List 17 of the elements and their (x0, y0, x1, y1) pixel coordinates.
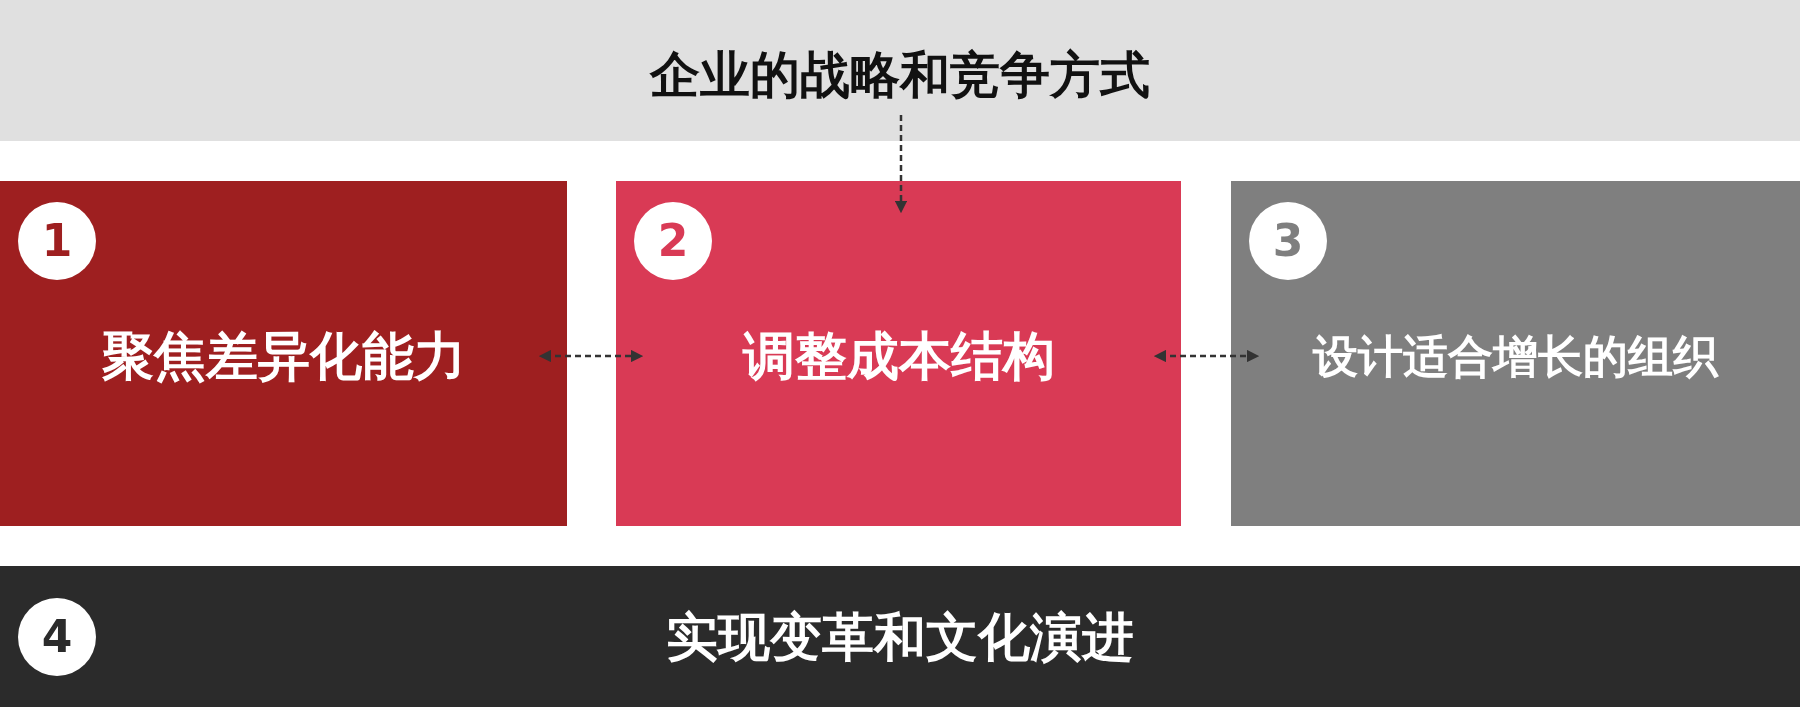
process-box (1231, 181, 1800, 526)
box-label: 设计适合增长的组织 (1313, 329, 1718, 383)
arrow (538, 349, 644, 363)
box-label: 实现变革和文化演进 (666, 607, 1134, 667)
process-box (616, 181, 1181, 526)
arrow (1153, 349, 1260, 363)
arrow (894, 115, 908, 214)
header-band (0, 0, 1800, 141)
process-box (0, 181, 567, 526)
title-text: 企业的战略和竞争方式 (650, 46, 1150, 104)
bottom-band (0, 566, 1800, 707)
number-badge: 3 (1249, 202, 1327, 280)
number-badge: 4 (18, 598, 96, 676)
box-label: 聚焦差异化能力 (101, 326, 466, 386)
box-label: 调整成本结构 (742, 326, 1055, 386)
number-badge: 1 (18, 202, 96, 280)
number-badge: 2 (634, 202, 712, 280)
